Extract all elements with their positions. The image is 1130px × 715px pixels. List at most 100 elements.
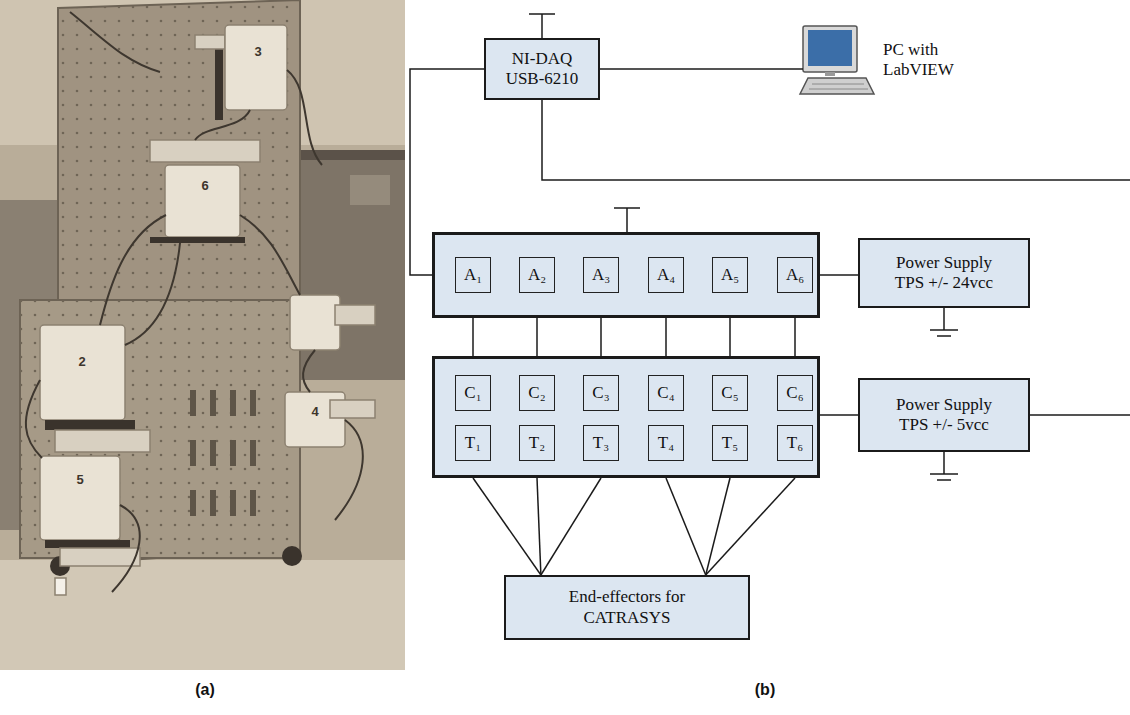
photo-rig [20,300,300,558]
signal-connector [706,478,795,575]
actuator-box [40,456,120,540]
callout-number: 2 [76,355,87,369]
amplifier-cell: A₄ [648,257,684,293]
actuator-box [40,325,125,420]
callout-number: 3 [252,45,263,59]
node-text: T₁ [465,433,481,453]
actuator-box [45,420,135,430]
photo-rig [0,560,405,670]
amplifier-cell: A₂ [519,257,555,293]
pc-icon [800,78,874,94]
panel-label: (a) [195,681,215,699]
photo-rig [190,490,196,516]
pc-icon [812,84,864,85]
signal-connector [473,478,541,575]
pc-icon [800,26,874,94]
signal-connector [666,478,706,575]
pc-workstation: PC with LabVIEW [803,22,983,98]
ground-symbol [541,14,543,38]
transducer-cell: T₃ [583,425,619,461]
controller-cell: C₆ [777,375,813,411]
photo-rig [190,390,196,416]
controller-cell: C₅ [712,375,748,411]
photo-rig [230,440,236,466]
cable [125,243,180,345]
photo-rig [210,490,216,516]
cable [70,12,160,72]
photo-rig [190,390,256,516]
amplifier-cell: A₁ [455,257,491,293]
actuator-box [215,40,223,120]
signal-connector [820,414,858,416]
controller-cell: C₁ [455,375,491,411]
node-text: T₅ [722,433,738,453]
power-supply-box: Power Supply TPS +/- 24vcc [858,238,1030,308]
cable [287,70,322,165]
ground-symbol [937,479,951,481]
signal-connector [729,318,731,356]
node-text: PC with LabVIEW [883,40,973,81]
photo-rig [350,175,390,205]
node-text: T₃ [593,433,609,453]
callout-number: 6 [199,179,210,193]
actuator-box [330,400,375,418]
controller-cell: C₂ [519,375,555,411]
amplifier-cell: A₅ [712,257,748,293]
ground-symbol [937,335,951,337]
signal-connector [665,318,667,356]
transducer-cell: T₁ [455,425,491,461]
actuator-box [225,25,287,110]
node-text: T₂ [529,433,545,453]
signal-connector [706,478,730,575]
transducer-cell: T₆ [777,425,813,461]
amplifier-panel: A₁ A₂ A₃ A₄ A₅ A₆ [432,232,820,318]
transducer-cell: T₅ [712,425,748,461]
amplifier-cell: A₃ [583,257,619,293]
callout-number: 4 [309,405,320,419]
cable [26,380,42,458]
amplifier-cell: A₆ [777,257,813,293]
controller-panel: C₁C₂C₃C₄C₅C₆T₁T₂T₃T₄T₅T₆ [432,356,820,478]
transducer-cell: T₄ [648,425,684,461]
node-text: A₆ [786,265,804,285]
photo-rig [230,390,236,416]
node-text: A₂ [528,265,546,285]
actuator-box [150,237,245,243]
signal-connector [600,318,602,356]
signal-connector [536,318,538,356]
panel-label: (b) [755,681,775,699]
callout-number: 5 [74,473,85,487]
node-text: NI-DAQ USB-6210 [501,49,583,90]
cable [335,420,363,520]
cable [26,12,363,592]
actuator-box [60,548,140,566]
transducer-cell: T₂ [519,425,555,461]
signal-connector [600,68,803,70]
pc-icon [803,26,857,72]
power-supply-box: Power Supply TPS +/- 5vcc [858,378,1030,452]
actuator-box [165,165,240,237]
node-text: Power Supply TPS +/- 5vcc [885,395,1003,436]
signal-wire [1030,414,1130,416]
end-effector-box: End-effectors for CATRASYS [504,575,750,640]
actuator-box [55,430,150,452]
photo-rig [250,440,256,466]
ground-symbol [943,308,945,330]
node-text: C₁ [464,383,481,403]
node-text: A₁ [464,265,482,285]
node-text: T₆ [787,433,803,453]
actuator-box [335,305,375,325]
ground-symbol [626,208,628,232]
photo-rig [250,490,256,516]
node-text: C₅ [721,383,738,403]
signal-connector [537,478,541,575]
controller-cell: C₃ [583,375,619,411]
ground-symbol [614,207,640,209]
signal-connector [794,318,796,356]
pc-icon [809,89,868,90]
node-text: C₃ [592,383,609,403]
pc-icon [808,30,852,66]
signal-connector [820,274,858,276]
ground-symbol [930,473,958,475]
cable [240,215,300,295]
